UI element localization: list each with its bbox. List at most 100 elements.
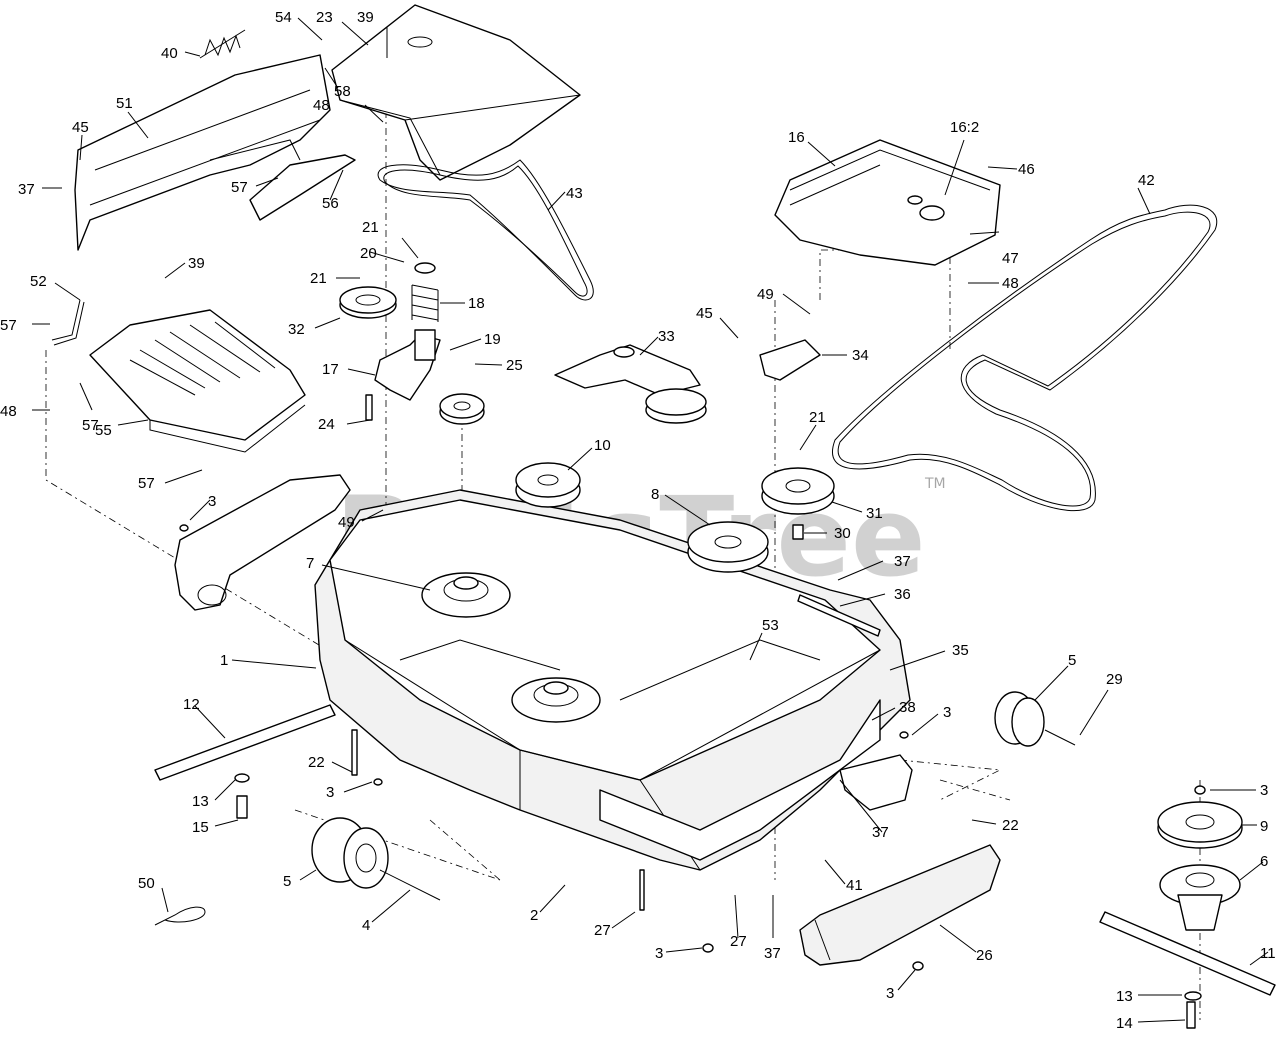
callout-42[interactable]: 42 bbox=[1138, 172, 1155, 189]
callout-49b[interactable]: 49 bbox=[338, 514, 355, 531]
callout-47[interactable]: 47 bbox=[1002, 250, 1019, 267]
callout-3b[interactable]: 3 bbox=[943, 704, 951, 721]
callout-13b[interactable]: 13 bbox=[1116, 988, 1133, 1005]
callout-55[interactable]: 55 bbox=[95, 422, 112, 439]
callout-3c[interactable]: 3 bbox=[326, 784, 334, 801]
callout-57d[interactable]: 57 bbox=[138, 475, 155, 492]
callout-45b[interactable]: 45 bbox=[696, 305, 713, 322]
watermark-trademark: TM bbox=[924, 476, 946, 492]
callout-45[interactable]: 45 bbox=[72, 119, 89, 136]
callout-58[interactable]: 58 bbox=[334, 83, 351, 100]
callout-14[interactable]: 14 bbox=[1116, 1015, 1133, 1032]
callout-21c[interactable]: 21 bbox=[809, 409, 826, 426]
callout-48b[interactable]: 48 bbox=[1002, 275, 1019, 292]
callout-7[interactable]: 7 bbox=[306, 555, 314, 572]
callout-39b[interactable]: 39 bbox=[188, 255, 205, 272]
callout-22[interactable]: 22 bbox=[308, 754, 325, 771]
callout-57[interactable]: 57 bbox=[231, 179, 248, 196]
callout-38[interactable]: 38 bbox=[899, 699, 916, 716]
callout-22b[interactable]: 22 bbox=[1002, 817, 1019, 834]
callout-31[interactable]: 31 bbox=[866, 505, 883, 522]
callout-40[interactable]: 40 bbox=[161, 45, 178, 62]
callout-30[interactable]: 30 bbox=[834, 525, 851, 542]
callout-18[interactable]: 18 bbox=[468, 295, 485, 312]
callout-11[interactable]: 11 bbox=[1260, 945, 1276, 962]
callout-17[interactable]: 17 bbox=[322, 361, 339, 378]
callout-1[interactable]: 1 bbox=[220, 652, 228, 669]
callout-16-2[interactable]: 16:2 bbox=[950, 119, 979, 136]
spacer-30 bbox=[792, 524, 804, 540]
callout-3f[interactable]: 3 bbox=[886, 985, 894, 1002]
callout-53[interactable]: 53 bbox=[762, 617, 779, 634]
callout-5[interactable]: 5 bbox=[1068, 652, 1076, 669]
callout-49[interactable]: 49 bbox=[757, 286, 774, 303]
callout-3d[interactable]: 3 bbox=[1260, 782, 1268, 799]
hardware-fasteners bbox=[179, 524, 1206, 1029]
left-bumper-bracket bbox=[174, 474, 351, 611]
callout-37[interactable]: 37 bbox=[18, 181, 35, 198]
callout-39[interactable]: 39 bbox=[357, 9, 374, 26]
callout-15[interactable]: 15 bbox=[192, 819, 209, 836]
callout-23[interactable]: 23 bbox=[316, 9, 333, 26]
bracket-34 bbox=[759, 339, 821, 381]
callout-26[interactable]: 26 bbox=[976, 947, 993, 964]
callout-48c[interactable]: 48 bbox=[0, 403, 17, 420]
idler-tensioner-assembly bbox=[339, 262, 441, 421]
callout-4[interactable]: 4 bbox=[362, 917, 370, 934]
callout-3[interactable]: 3 bbox=[208, 493, 216, 510]
right-bumper-26 bbox=[799, 844, 1001, 966]
callout-24[interactable]: 24 bbox=[318, 416, 335, 433]
callout-3e[interactable]: 3 bbox=[655, 945, 663, 962]
callout-2[interactable]: 2 bbox=[530, 907, 538, 924]
gauge-wheel-left bbox=[311, 817, 441, 901]
callout-36[interactable]: 36 bbox=[894, 586, 911, 603]
callout-19[interactable]: 19 bbox=[484, 331, 501, 348]
extension-spring bbox=[199, 29, 246, 59]
callout-6[interactable]: 6 bbox=[1260, 853, 1268, 870]
left-belt-shield bbox=[74, 54, 356, 251]
callout-57b[interactable]: 57 bbox=[0, 317, 17, 334]
callout-50[interactable]: 50 bbox=[138, 875, 155, 892]
callout-34[interactable]: 34 bbox=[852, 347, 869, 364]
belt-cover-right bbox=[774, 139, 1001, 266]
callout-27[interactable]: 27 bbox=[594, 922, 611, 939]
belt-42 bbox=[832, 204, 1218, 512]
belt-43 bbox=[377, 159, 594, 301]
callout-21[interactable]: 21 bbox=[362, 219, 379, 236]
bar-36 bbox=[797, 594, 881, 637]
callout-27b[interactable]: 27 bbox=[730, 933, 747, 950]
callout-32[interactable]: 32 bbox=[288, 321, 305, 338]
callout-25[interactable]: 25 bbox=[506, 357, 523, 374]
right-rear-bracket bbox=[839, 754, 913, 811]
callout-21b[interactable]: 21 bbox=[310, 270, 327, 287]
callout-48[interactable]: 48 bbox=[313, 97, 330, 114]
hairpin-clip-50 bbox=[154, 906, 206, 926]
callout-57c[interactable]: 57 bbox=[82, 417, 99, 434]
callout-46[interactable]: 46 bbox=[1018, 161, 1035, 178]
callout-8[interactable]: 8 bbox=[651, 486, 659, 503]
callout-52[interactable]: 52 bbox=[30, 273, 47, 290]
callout-16[interactable]: 16 bbox=[788, 129, 805, 146]
callout-29[interactable]: 29 bbox=[1106, 671, 1123, 688]
callout-54[interactable]: 54 bbox=[275, 9, 292, 26]
deck-top-plate bbox=[89, 309, 306, 453]
callout-12[interactable]: 12 bbox=[183, 696, 200, 713]
callout-9[interactable]: 9 bbox=[1260, 818, 1268, 835]
rod-52 bbox=[51, 299, 85, 346]
callout-37c[interactable]: 37 bbox=[872, 824, 889, 841]
callout-33[interactable]: 33 bbox=[658, 328, 675, 345]
callout-37b[interactable]: 37 bbox=[894, 553, 911, 570]
callout-51[interactable]: 51 bbox=[116, 95, 133, 112]
callout-37d[interactable]: 37 bbox=[764, 945, 781, 962]
callout-56[interactable]: 56 bbox=[322, 195, 339, 212]
callout-10[interactable]: 10 bbox=[594, 437, 611, 454]
spindle-assembly-center bbox=[511, 677, 601, 723]
callout-43[interactable]: 43 bbox=[566, 185, 583, 202]
callout-41[interactable]: 41 bbox=[846, 877, 863, 894]
spindle-pulley-9 bbox=[1157, 801, 1243, 849]
callout-20[interactable]: 20 bbox=[360, 245, 377, 262]
callout-13[interactable]: 13 bbox=[192, 793, 209, 810]
callout-5b[interactable]: 5 bbox=[283, 873, 291, 890]
callout-35[interactable]: 35 bbox=[952, 642, 969, 659]
spindle-pulley-8 bbox=[687, 521, 769, 573]
